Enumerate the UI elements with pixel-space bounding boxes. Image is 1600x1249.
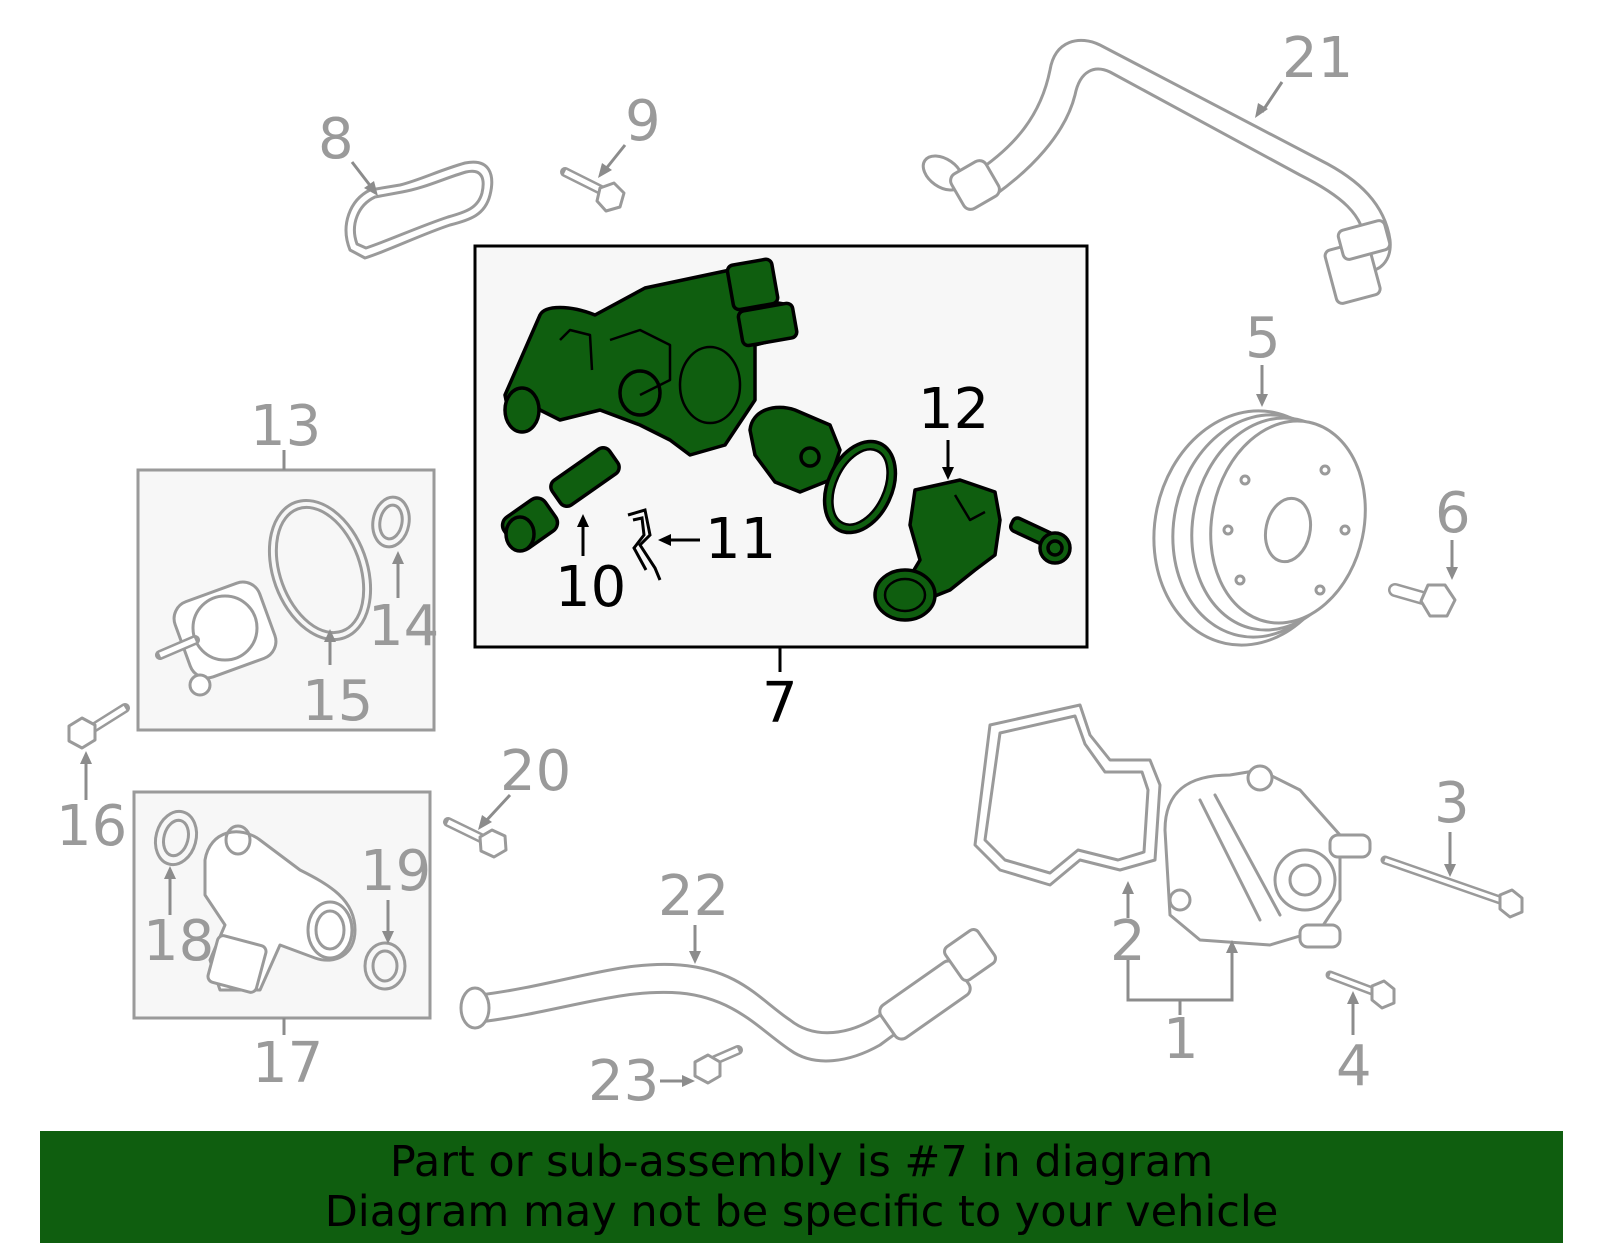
- bolt-part-3: [1380, 855, 1524, 919]
- callout-4: 4: [1336, 1034, 1372, 1099]
- callout-labels: 21 8 9 5 6 13 14 15 16 17 18 19 20 22 23…: [56, 26, 1471, 1114]
- gasket-part-8: [344, 160, 494, 260]
- callout-19: 19: [360, 839, 431, 904]
- callout-12: 12: [918, 377, 989, 442]
- info-banner: Part or sub-assembly is #7 in diagram Di…: [40, 1131, 1563, 1243]
- coolant-hose-lower: [459, 928, 997, 1063]
- seal-part-14: [371, 495, 411, 549]
- coolant-hose-upper: [921, 38, 1392, 305]
- seal-ring-part-15: [267, 498, 373, 642]
- thermostat-housing-part-7: [503, 257, 799, 457]
- callout-2: 2: [1110, 909, 1146, 974]
- callout-22: 22: [658, 864, 729, 929]
- callout-3: 3: [1434, 771, 1470, 836]
- bolt-part-20: [443, 817, 508, 859]
- water-pump-part-1: [1163, 764, 1372, 949]
- outlet-housing-part-12: [873, 478, 1002, 622]
- callout-13: 13: [250, 394, 321, 459]
- housing-part-17: [203, 824, 357, 994]
- seal-part-18: [153, 809, 199, 867]
- leader-lines: [80, 81, 1458, 1087]
- bolt-part-highlight: [1008, 516, 1072, 565]
- callout-11: 11: [705, 507, 776, 572]
- o-ring-part: [822, 439, 898, 535]
- bolt-part-9: [560, 167, 626, 213]
- sensor-part-10: [500, 446, 621, 553]
- bolt-part-16: [67, 703, 130, 750]
- callout-16: 16: [56, 794, 127, 859]
- bolt-part-23: [693, 1045, 743, 1085]
- callout-8: 8: [318, 107, 354, 172]
- callout-10: 10: [555, 555, 626, 620]
- banner-line-2: Diagram may not be specific to your vehi…: [324, 1187, 1279, 1237]
- bolt-part-4: [1325, 970, 1396, 1010]
- thermostat-part: [748, 405, 842, 494]
- callout-20: 20: [500, 739, 571, 804]
- callout-15: 15: [302, 669, 373, 734]
- callout-21: 21: [1282, 26, 1353, 91]
- callout-17: 17: [252, 1031, 323, 1096]
- banner-line-1: Part or sub-assembly is #7 in diagram: [389, 1137, 1214, 1187]
- callout-6: 6: [1435, 481, 1471, 546]
- callout-9: 9: [625, 89, 661, 154]
- callout-1: 1: [1163, 1007, 1199, 1072]
- gasket-part-2: [973, 703, 1162, 887]
- clip-part-11: [627, 508, 662, 581]
- callout-5: 5: [1245, 306, 1281, 371]
- bolt-part-6: [1388, 583, 1457, 618]
- seal-part-19: [363, 941, 407, 991]
- callout-7: 7: [762, 671, 798, 736]
- callout-18: 18: [143, 909, 214, 974]
- pulley-part-5: [1152, 409, 1367, 647]
- thermostat-part-13: [155, 580, 278, 697]
- callout-23: 23: [588, 1049, 659, 1114]
- callout-14: 14: [368, 594, 439, 659]
